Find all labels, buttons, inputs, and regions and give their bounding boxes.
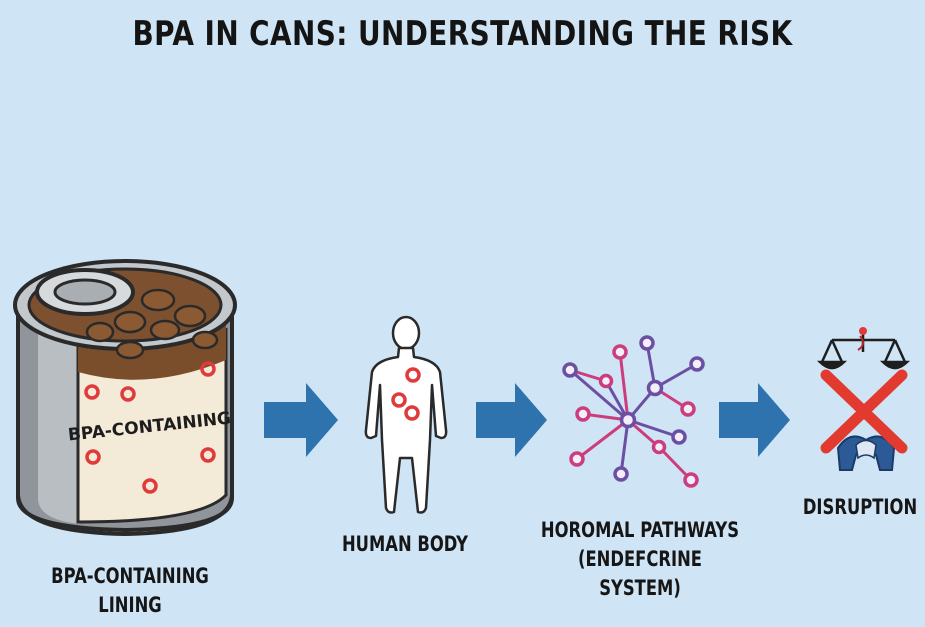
diagram-title: BPA IN CANS: UNDERSTANDING THE RISK: [132, 14, 793, 54]
pathways-label: HOROMAL PATHWAYS (ENDEFCRINE SYSTEM): [535, 516, 746, 603]
bpa-marker: [391, 392, 407, 408]
arrow-right-icon: [719, 383, 790, 457]
arrow-right-icon: [264, 383, 338, 457]
arrow-right-icon: [476, 383, 547, 457]
scales-crossed-icon: [816, 327, 911, 471]
bpa-marker: [200, 361, 216, 377]
bpa-marker: [405, 367, 421, 383]
human-body-icon: [364, 315, 448, 514]
bpa-marker: [200, 447, 216, 463]
can-label-line2: LINING: [98, 593, 162, 617]
body-label: HUMAN BODY: [327, 530, 483, 559]
bpa-marker: [404, 405, 420, 421]
can-label-line1: BPA-CONTAINING: [51, 564, 209, 588]
disruption-label-line1: DISRUPTION: [802, 495, 918, 519]
body-label-line1: HUMAN BODY: [341, 532, 469, 556]
bpa-marker: [142, 478, 158, 494]
network-icon: [562, 335, 705, 488]
bpa-marker: [120, 386, 136, 402]
bpa-marker: [84, 384, 100, 400]
pathways-label-line1: HOROMAL PATHWAYS: [540, 518, 740, 542]
food-can-icon: BPA-CONTAINING: [13, 259, 237, 537]
can-label: BPA-CONTAINING LINING: [36, 562, 223, 620]
disruption-label: DISRUPTION: [802, 493, 919, 522]
bpa-marker: [85, 449, 101, 465]
pathways-label-line2: (ENDEFCRINE SYSTEM): [578, 547, 702, 600]
